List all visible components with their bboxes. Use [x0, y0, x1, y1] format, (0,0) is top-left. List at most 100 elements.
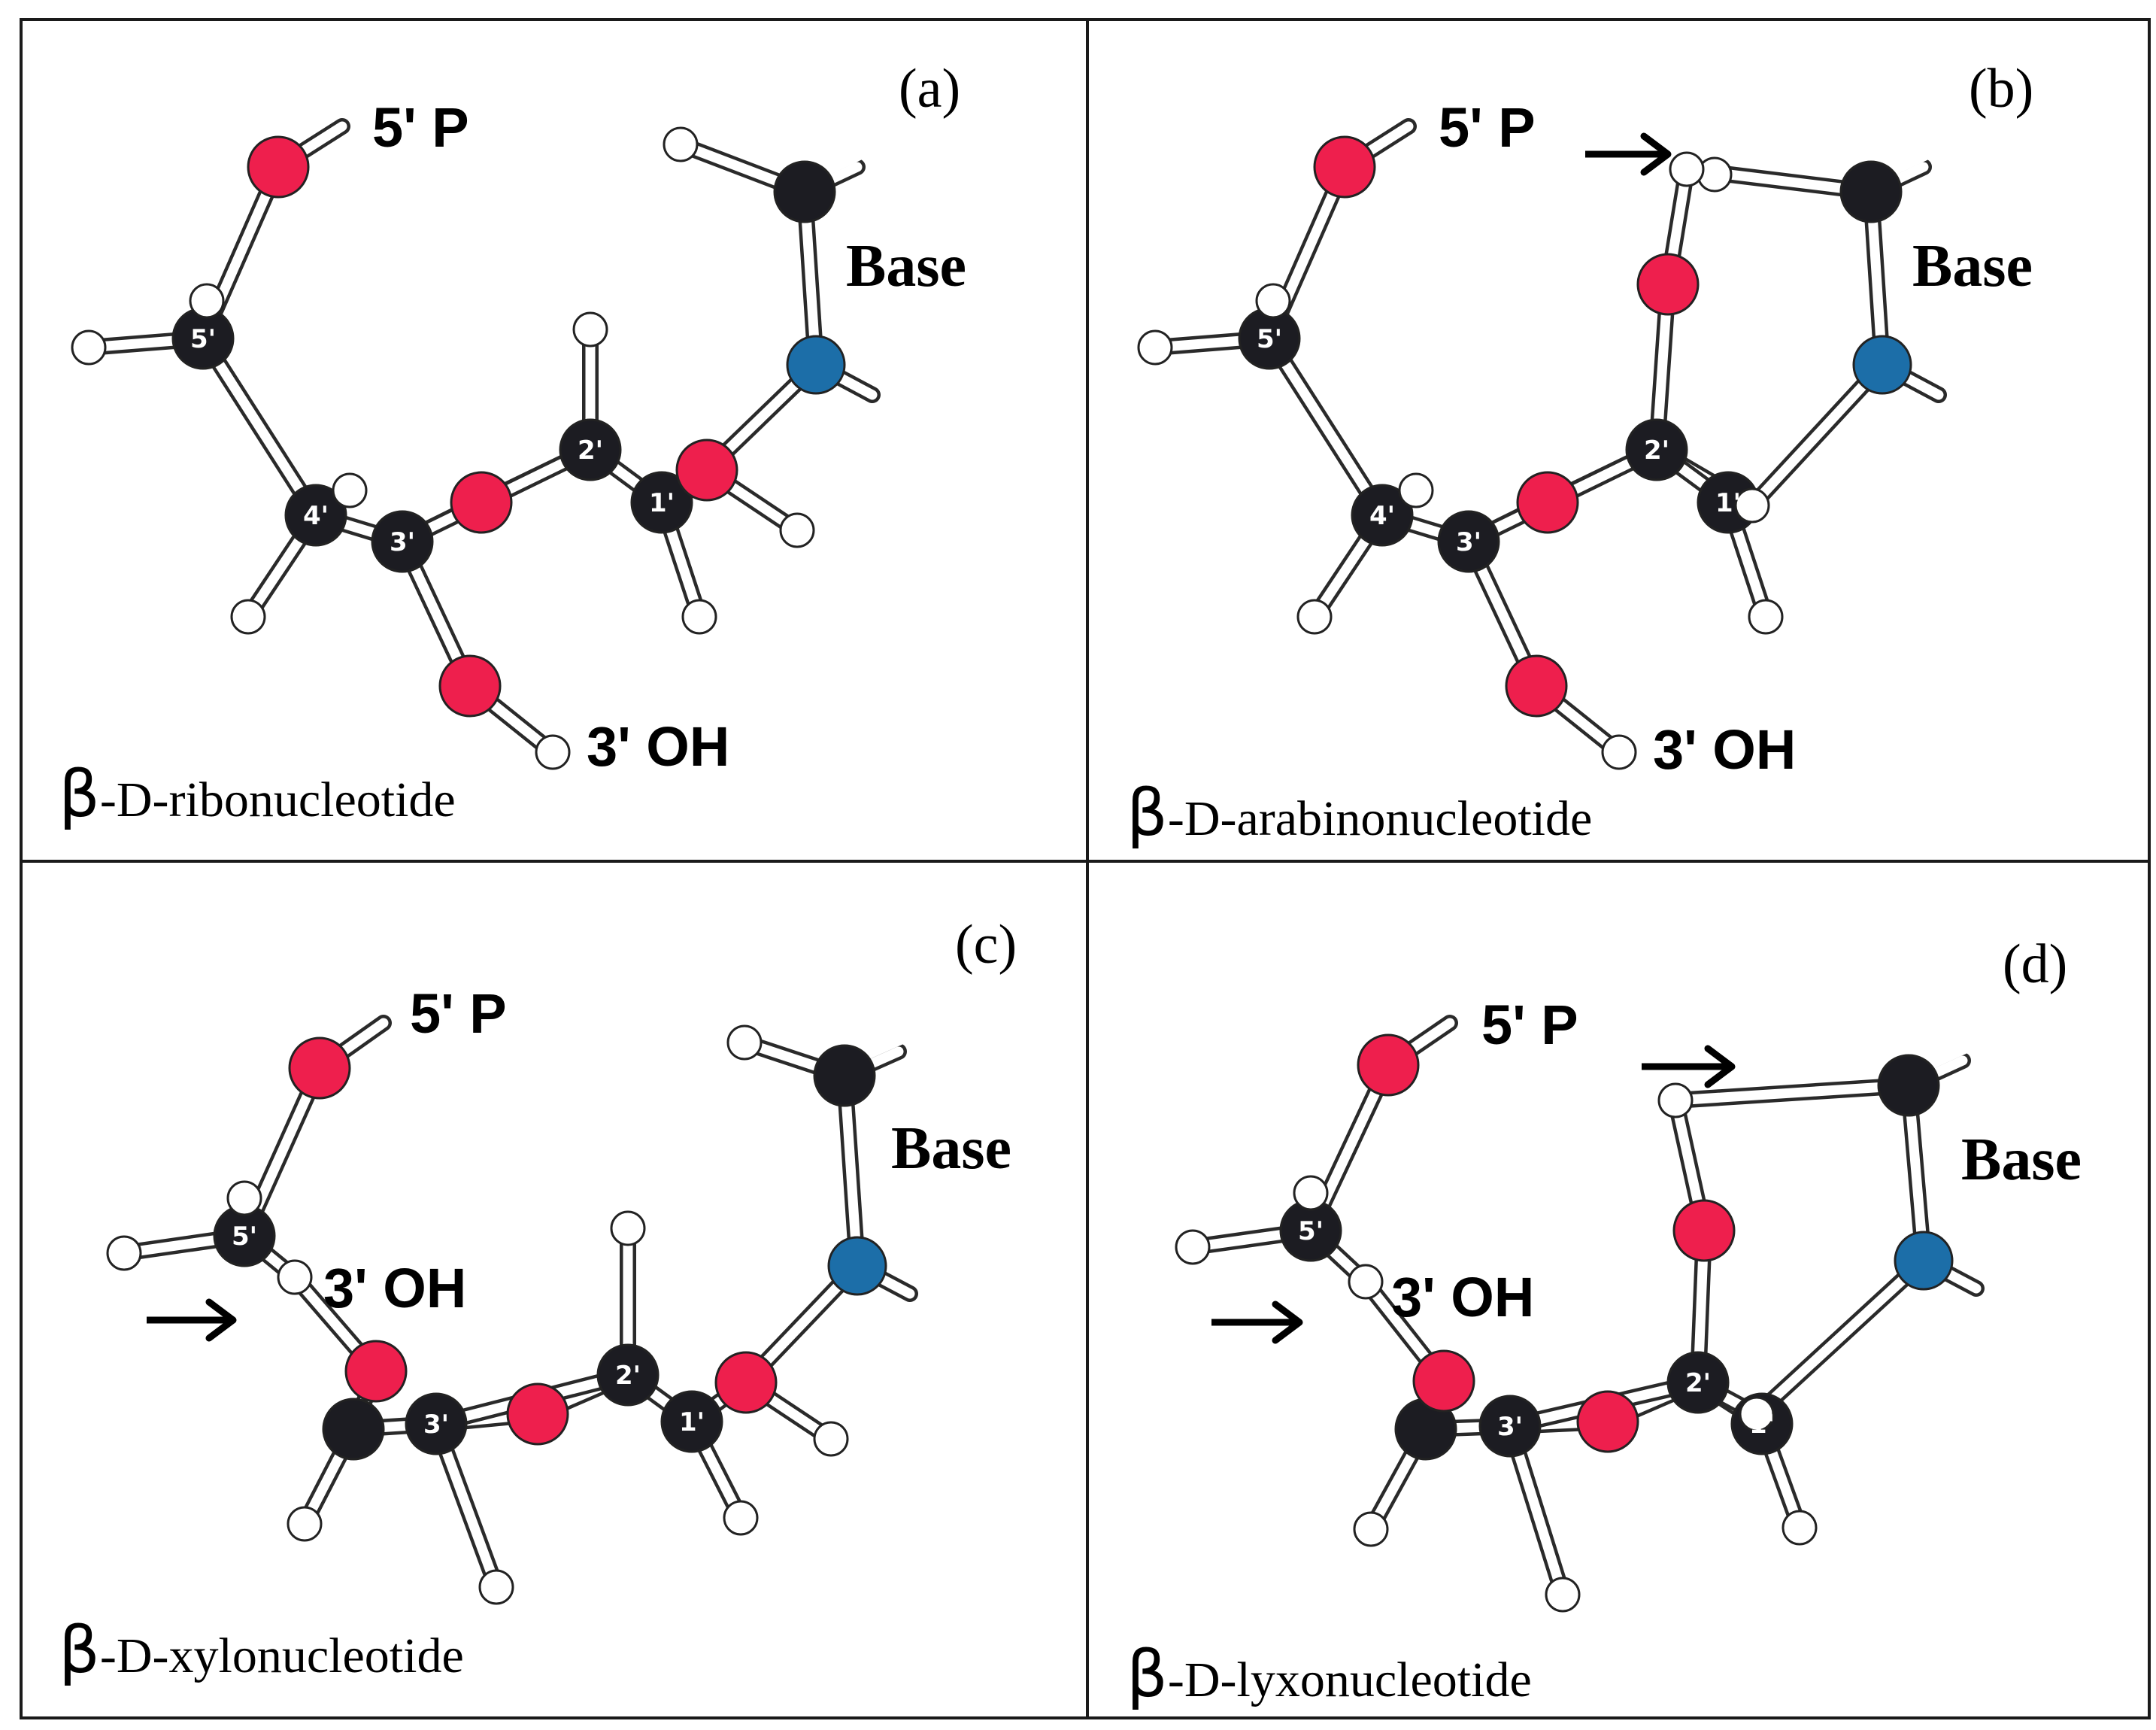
label-5p-a: 5' P	[372, 96, 469, 159]
hydrogen-atom-d-h4	[1545, 1577, 1581, 1613]
atom-label-c-c3: 3'	[423, 1410, 449, 1440]
caption-d: β-D-lyxonucleotide	[1127, 1637, 1532, 1712]
atom-label-c-c1: 1'	[679, 1407, 705, 1437]
oxygen-atom-c-o5	[288, 1036, 351, 1100]
atom-label-d-c5: 5'	[1298, 1216, 1324, 1246]
atom-label-b-c4: 4'	[1369, 501, 1395, 531]
hydrogen-atom-c-h4b	[287, 1506, 323, 1542]
hydrogen-atom-a-h1b	[779, 512, 815, 548]
caption-beta-c: β	[59, 1613, 100, 1688]
hydrogen-atom-c-h3	[277, 1259, 313, 1295]
label-5p-b: 5' P	[1439, 96, 1536, 159]
hydrogen-atom-b-h4	[1398, 472, 1434, 508]
atom-label-a-c2: 2'	[578, 436, 603, 466]
carbon-atom-b-c2	[1625, 418, 1688, 481]
panel-letter-b: (b)	[1969, 58, 2033, 120]
oxygen-atom-b-o5	[1313, 135, 1376, 199]
label-base-d: Base	[1961, 1127, 2082, 1193]
carbon-atom-b-cb	[1839, 160, 1903, 223]
atom-label-d-c1: 1'	[1749, 1410, 1775, 1440]
atom-label-d-c2: 2'	[1685, 1368, 1711, 1398]
bond-a-c5-c4	[198, 333, 321, 521]
carbon-atom-b-c3	[1437, 510, 1500, 573]
arrow-icon-d-1	[1211, 1301, 1303, 1344]
label-3oh-c: 3' OH	[323, 1257, 466, 1319]
hydrogen-atom-a-hb	[663, 126, 699, 162]
label-base-b: Base	[1912, 233, 2033, 299]
hydrogen-atom-a-h2	[572, 311, 608, 348]
hydrogen-atom-a-h3	[535, 734, 571, 770]
figure-border	[20, 18, 2151, 1719]
hydrogen-atom-b-h5p	[1669, 151, 1705, 187]
carbon-atom-a-c2	[559, 418, 622, 481]
hydrogen-atom-d-h3	[1348, 1264, 1384, 1300]
hydrogen-atom-a-h4b	[230, 599, 266, 635]
hydrogen-atom-c-h1b	[813, 1421, 849, 1457]
oxygen-atom-a-ro	[450, 471, 513, 534]
carbon-atom-c-c2	[596, 1343, 660, 1407]
oxygen-atom-c-ro	[506, 1382, 569, 1446]
hydrogen-atom-c-h5b	[226, 1180, 262, 1216]
hydrogen-atom-b-h1	[1748, 599, 1784, 635]
label-5p-c: 5' P	[410, 982, 507, 1045]
caption-c: β-D-xylonucleotide	[59, 1613, 464, 1688]
hydrogen-atom-a-h5a	[71, 329, 107, 366]
carbon-atom-a-c3	[371, 510, 434, 573]
panel-letter-a: (a)	[899, 58, 960, 120]
panel-letter-c: (c)	[955, 914, 1017, 976]
label-5p-d: 5' P	[1481, 994, 1578, 1056]
oxygen-atom-c-o3	[344, 1340, 408, 1403]
oxygen-atom-d-ro	[1576, 1390, 1639, 1453]
hydrogen-atom-b-h4b	[1296, 599, 1333, 635]
hydrogen-atom-d-h5b	[1293, 1175, 1329, 1211]
label-3oh-d: 3' OH	[1391, 1266, 1534, 1328]
atom-label-c-c2: 2'	[615, 1361, 641, 1391]
carbon-atom-d-cb	[1877, 1054, 1940, 1117]
oxygen-atom-d-o2	[1672, 1199, 1736, 1262]
hydrogen-atom-b-h5a	[1137, 329, 1173, 366]
carbon-atom-a-c4	[284, 484, 347, 547]
atom-label-b-c1: 1'	[1715, 488, 1741, 518]
carbon-atom-d-c2	[1666, 1351, 1730, 1414]
hydrogen-atom-a-h1	[681, 599, 717, 635]
nitrogen-atom-d-n	[1894, 1231, 1954, 1291]
hydrogen-atom-b-h5b	[1255, 283, 1291, 319]
bond-b-h2-n	[1747, 360, 1888, 511]
oxygen-atom-c-o1	[714, 1351, 778, 1414]
atoms-c: 5' 3' 2' 1'	[106, 1024, 887, 1605]
carbon-atom-c-cb	[813, 1044, 876, 1107]
oxygen-atom-a-o3	[438, 654, 502, 718]
hydrogen-atom-d-h4b	[1353, 1511, 1389, 1547]
arrow-icon-c-0	[147, 1298, 237, 1342]
bond-c-n-cb	[839, 1070, 863, 1271]
hydrogen-atom-b-h3	[1601, 734, 1637, 770]
arrow-icon-b-0	[1585, 132, 1672, 176]
caption-text-a: -D-ribonucleotide	[100, 772, 456, 827]
hydrogen-atom-c-h2	[610, 1210, 646, 1246]
atoms-d: 5'3'2'1'	[1175, 1033, 1954, 1613]
atom-label-c-c5: 5'	[232, 1222, 257, 1252]
oxygen-atom-b-o3	[1505, 654, 1568, 718]
oxygen-atom-a-o5	[247, 135, 310, 199]
atom-label-a-c1: 1'	[649, 488, 675, 518]
panels-layer: 5'4'3'2'1'5' P3' OHBase(a)β-D-ribonucleo…	[59, 58, 2082, 1712]
arrow-icon-d-0	[1642, 1045, 1736, 1088]
atom-label-a-c5: 5'	[190, 324, 216, 354]
label-base-a: Base	[846, 233, 966, 299]
carbon-atom-c-c1	[660, 1390, 723, 1453]
atom-label-b-c3: 3'	[1456, 527, 1481, 557]
panel-a: 5'4'3'2'1'5' P3' OHBase(a)β-D-ribonucleo…	[59, 58, 966, 832]
panel-c: 5'3'2'1'5' P3' OHBase(c)β-D-xylonucleoti…	[59, 914, 1017, 1688]
caption-a: β-D-ribonucleotide	[59, 757, 456, 832]
atom-label-b-c2: 2'	[1644, 436, 1669, 466]
panel-b: 5'4'3'2'1'5' P3' OHBase(b)β-D-arabinonuc…	[1127, 58, 2033, 851]
carbon-atom-a-cb	[773, 160, 836, 223]
hydrogen-atom-a-h5b	[189, 283, 225, 319]
oxygen-atom-a-o1	[675, 439, 738, 502]
hydrogen-atom-d-h5a	[1175, 1229, 1211, 1265]
oxygen-atom-b-ro	[1516, 471, 1579, 534]
hydrogen-atom-c-h5a	[106, 1235, 142, 1271]
atom-label-a-c3: 3'	[390, 527, 415, 557]
nitrogen-atom-c-n	[827, 1236, 887, 1296]
